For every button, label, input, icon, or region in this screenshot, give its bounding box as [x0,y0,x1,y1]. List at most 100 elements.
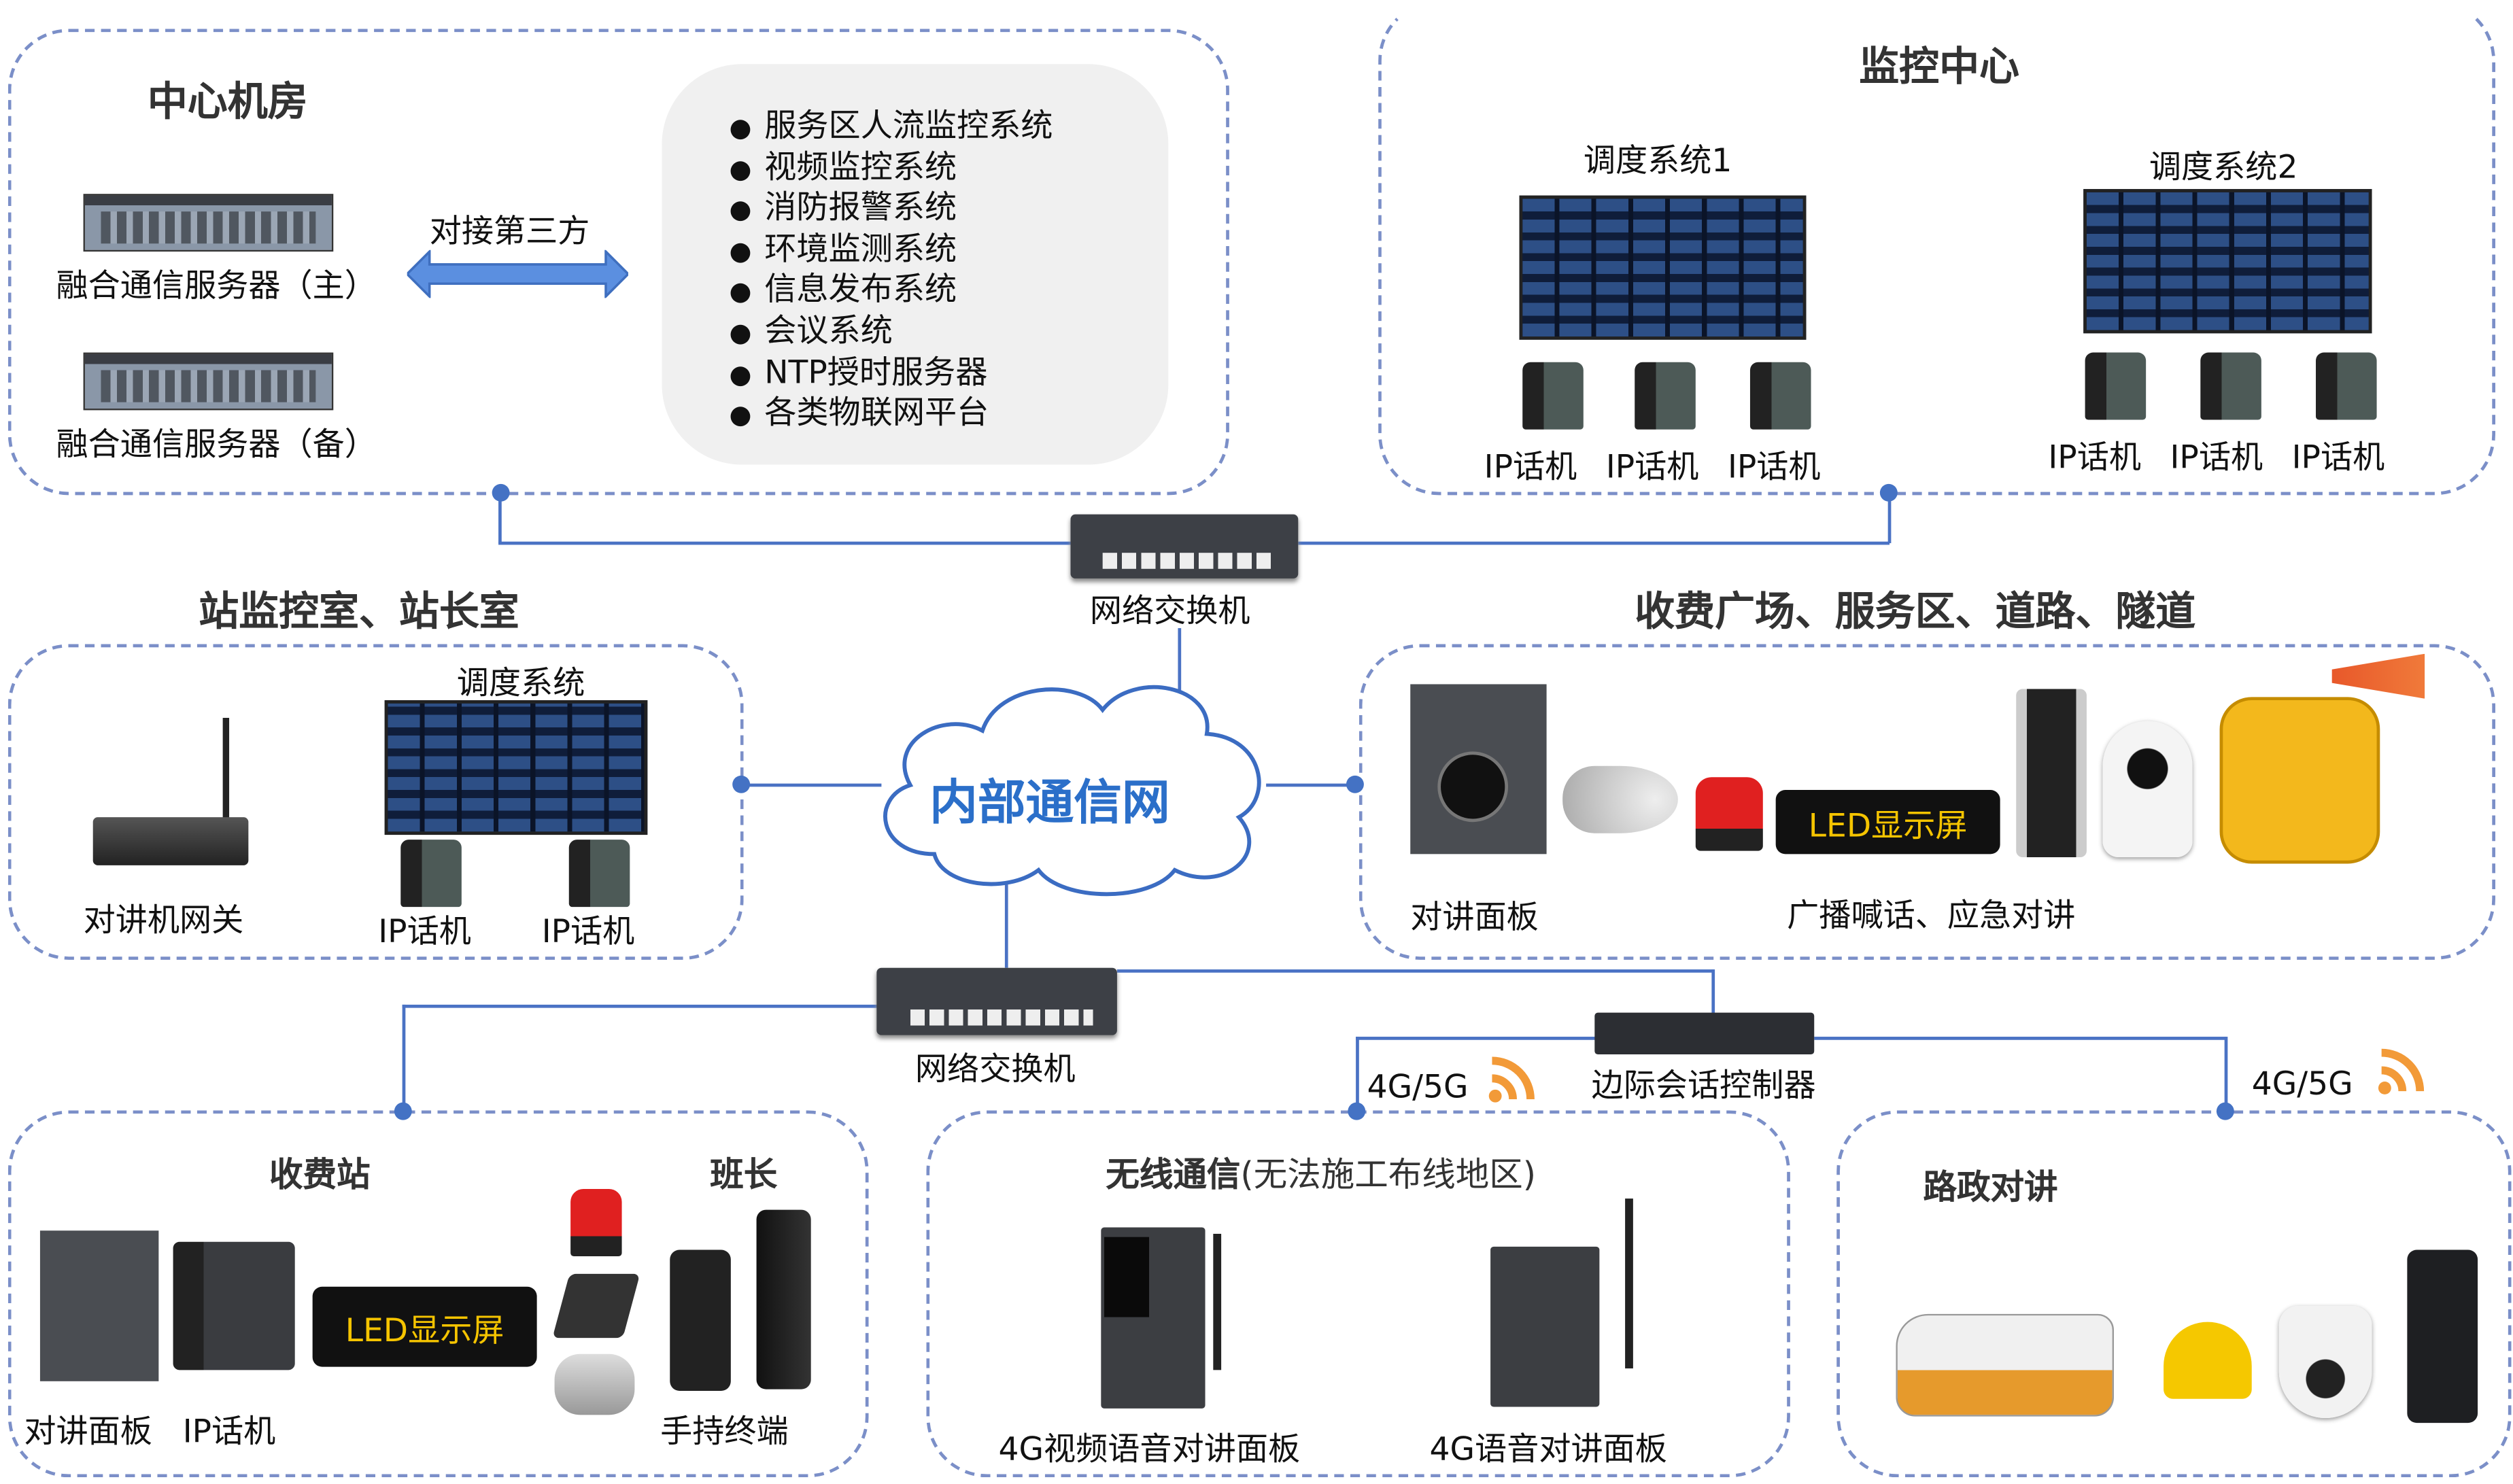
patrol-van-image [1896,1313,2115,1417]
signal-icon [2378,1048,2425,1094]
antenna-icon [1625,1198,1633,1368]
system-item: 各类物联网平台 [729,393,1053,434]
station-dispatch-screen [384,700,648,835]
dispatch-system-1-label: 调度系统1 [1583,141,1732,179]
ip-phone-label: IP话机 [1605,447,1699,486]
wireless-title: 无线通信(无法施工布线地区) [1106,1149,1536,1197]
4g-ptz-camera-image [2278,1306,2372,1419]
connection-dot [1346,775,1364,793]
connector-line [740,783,882,787]
camera-image [2102,721,2193,858]
connector-line [1116,969,1713,972]
system-item: 会议系统 [729,311,1053,351]
system-item: 消防报警系统 [729,188,1053,228]
led-display: LED显示屏 [312,1286,537,1367]
server-main-label: 融合通信服务器（主） [56,266,377,305]
4g-voice-intercom-panel-image [1490,1246,1600,1407]
ip-phone-label: IP话机 [378,912,471,950]
4g-video-intercom-panel-image [1101,1227,1206,1409]
ip-phone-label: IP话机 [2291,437,2385,477]
cloud-icon [883,685,1261,897]
intercom-panel-image [39,1230,159,1381]
column-speaker-image [2016,689,2087,858]
switch-top-label: 网络交换机 [1089,591,1250,630]
toll-panel-label: 对讲面板 [24,1411,152,1451]
connector-line [1887,491,1891,544]
server-backup-label: 融合通信服务器（备） [56,424,377,464]
connector-line [402,1004,878,1007]
system-item: 信息发布系统 [729,270,1053,311]
connector-line [1356,1037,1358,1111]
connector-line [1298,541,1890,545]
gateway-label: 对讲机网关 [83,900,244,939]
connection-dot [492,483,510,502]
handheld-terminal-image [2407,1249,2478,1423]
broadcast-label: 广播喊话、应急对讲 [1787,895,2076,935]
ip-phone-icon [568,840,630,908]
dispatch-system-2-label: 调度系统2 [2149,147,2298,186]
intercom-panel-image [1410,684,1547,855]
plaza-title: 收费广场、服务区、道路、隧道 [1635,588,2196,635]
toll-phone-label: IP话机 [182,1411,276,1451]
wireless-title-note: (无法施工布线地区) [1240,1155,1537,1194]
handheld-terminal-image [670,1249,731,1391]
smart-helmet-image [2164,1322,2252,1399]
server-backup-image [83,352,334,411]
session-border-controller-image [1594,1012,1815,1054]
system-item: NTP授时服务器 [729,352,1053,393]
station-room-zone [7,644,744,960]
led-display: LED显示屏 [1775,790,2000,855]
third-party-label: 对接第三方 [429,211,590,250]
connection-dot [2216,1102,2234,1120]
plaza-panel-label: 对讲面板 [1410,897,1539,936]
connection-dot [394,1102,412,1120]
video-panel-label: 4G视频语音对讲面板 [998,1429,1301,1468]
connection-dot [1879,483,1898,502]
ip-phone-image [173,1241,295,1370]
security-camera-image [554,1353,635,1415]
internal-network-label: 内部通信网 [929,775,1170,832]
ip-phone-icon [2085,352,2147,420]
ip-phone-icon [400,840,462,908]
antenna-icon [222,717,230,827]
ip-phone-label: IP话机 [541,912,635,950]
connector-line [2224,1037,2227,1111]
connection-dot [1348,1102,1366,1120]
switch-bottom-label: 网络交换机 [914,1049,1076,1088]
connector-line [1266,783,1356,787]
connection-dot [732,775,751,793]
connector-line [1004,884,1008,968]
station-room-title: 站监控室、站长室 [199,588,519,635]
alarm-beacon-image [1695,777,1763,851]
leader-title: 班长 [710,1155,778,1194]
ip-phone-icon [1749,362,1811,430]
system-item: 服务区人流监控系统 [729,106,1053,147]
double-arrow-icon [407,249,628,298]
emergency-phone-image [2219,697,2380,864]
ip-phone-label: IP话机 [1484,447,1577,486]
plaza-zone [1358,644,2496,960]
toll-station-title: 收费站 [269,1155,371,1194]
connector-line [1178,627,1181,693]
sbc-label: 边际会话控制器 [1591,1065,1816,1105]
signal-icon [1488,1056,1535,1103]
network-switch-bottom [876,967,1117,1035]
antenna-icon [1213,1233,1222,1370]
system-item: 环境监测系统 [729,229,1053,270]
ip-phone-label: IP话机 [2170,437,2263,477]
walkie-talkie-image [756,1209,811,1390]
third-party-systems-panel: 服务区人流监控系统 视频监控系统 消防报警系统 环境监测系统 信息发布系统 会议… [662,64,1169,465]
road-admin-title: 路政对讲 [1923,1168,2058,1207]
server-main-image [83,194,334,252]
ip-phone-icon [2316,352,2377,420]
system-item: 视频监控系统 [729,147,1053,188]
dispatch-screen-2 [2083,189,2372,334]
wireless-title-bold: 无线通信 [1106,1155,1241,1194]
toll-station-zone [7,1110,869,1478]
intercom-gateway-image [92,817,249,865]
connector-line [1814,1037,2227,1039]
connector-line [1711,969,1714,1015]
station-dispatch-label: 调度系统 [456,663,585,702]
ip-phone-icon [1635,362,1696,430]
